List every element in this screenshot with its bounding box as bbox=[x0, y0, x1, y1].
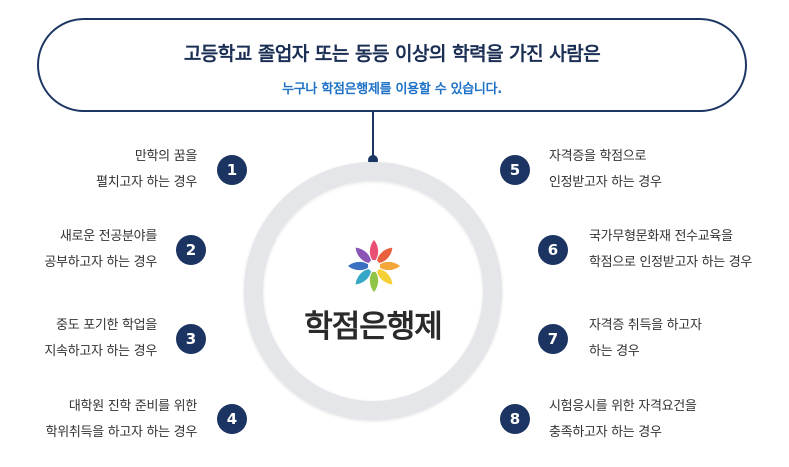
banner-title: 고등학교 졸업자 또는 동등 이상의 학력을 가진 사람은 bbox=[183, 43, 601, 65]
item-1-label: 만학의 꿈을 펼치고자 하는 경우 bbox=[96, 149, 197, 190]
item-2-number: 2 bbox=[176, 235, 206, 265]
item-1-number: 1 bbox=[217, 155, 247, 185]
item-3-label: 중도 포기한 학업을 지속하고자 하는 경우 bbox=[44, 318, 157, 359]
center-title: 학점은행제 bbox=[304, 309, 443, 345]
item-5-number: 5 bbox=[500, 155, 530, 185]
item-3-number: 3 bbox=[176, 324, 206, 354]
flower-logo-icon bbox=[348, 240, 400, 292]
item-7-number: 7 bbox=[538, 324, 568, 354]
item-4-label: 대학원 진학 준비를 위한 학위취득을 하고자 하는 경우 bbox=[45, 399, 198, 440]
item-6-number: 6 bbox=[538, 235, 568, 265]
item-8-number: 8 bbox=[500, 404, 530, 434]
item-2-label: 새로운 전공분야를 공부하고자 하는 경우 bbox=[44, 229, 157, 270]
item-6-label: 국가무형문화재 전수교육을 학점으로 인정받고자 하는 경우 bbox=[589, 229, 753, 270]
item-4-number: 4 bbox=[217, 404, 247, 434]
connector-dot bbox=[368, 155, 378, 165]
connector-line bbox=[372, 112, 374, 159]
banner-subtitle: 누구나 학점은행제를 이용할 수 있습니다. bbox=[282, 82, 502, 97]
item-5-label: 자격증을 학점으로 인정받고자 하는 경우 bbox=[549, 149, 662, 190]
item-7-label: 자격증 취득을 하고자 하는 경우 bbox=[589, 318, 702, 359]
info-banner: 고등학교 졸업자 또는 동등 이상의 학력을 가진 사람은 누구나 학점은행제를… bbox=[37, 18, 747, 112]
item-8-label: 시험응시를 위한 자격요건을 충족하고자 하는 경우 bbox=[549, 399, 697, 440]
